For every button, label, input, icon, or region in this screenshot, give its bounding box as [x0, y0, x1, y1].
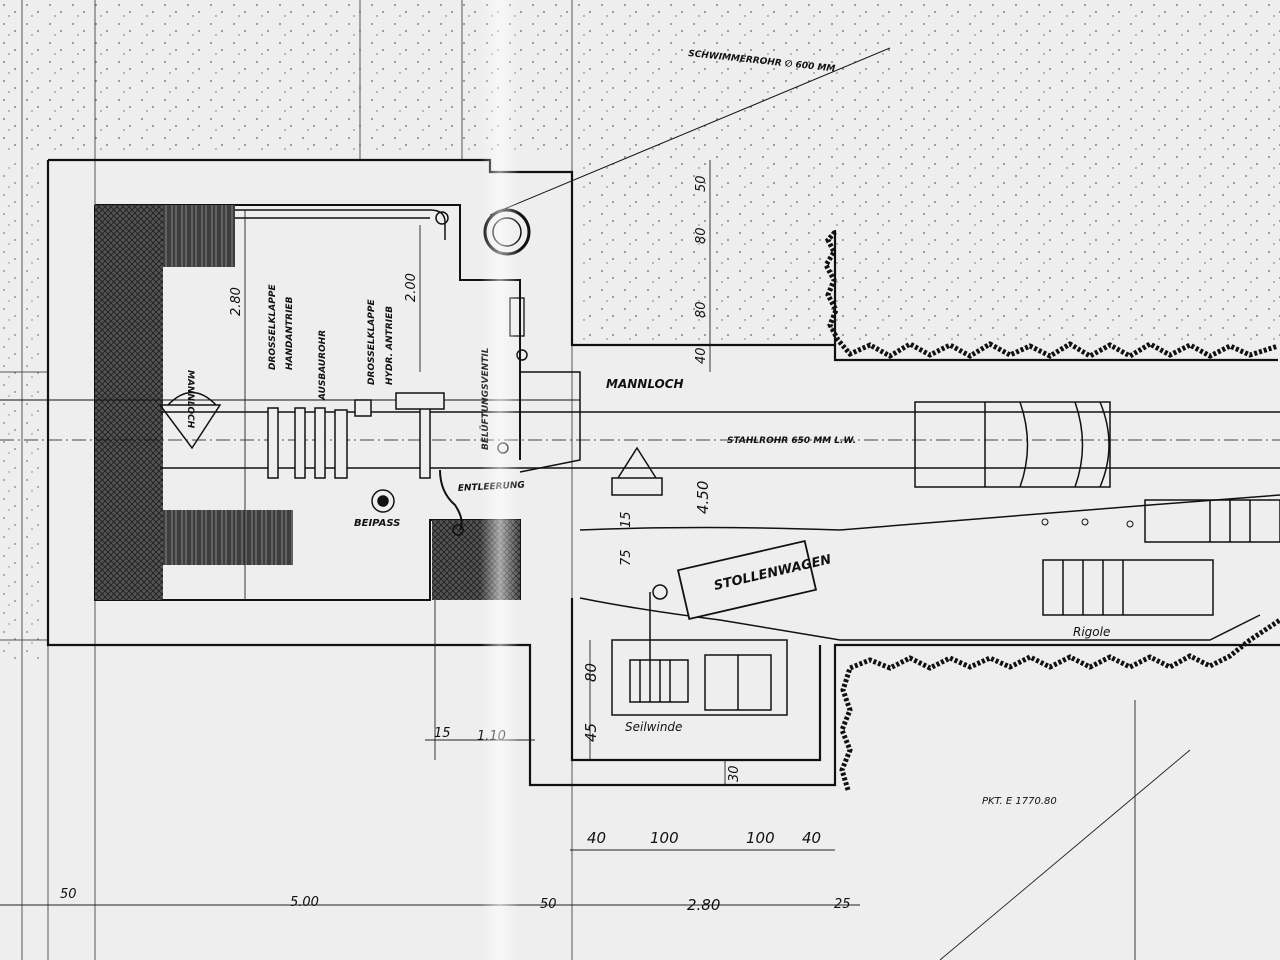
point-label: PKT. E 1770.80 — [982, 796, 1057, 807]
valve-assembly — [267, 392, 445, 513]
dim-inner-height: 2.00 — [404, 273, 419, 302]
winch-label: Seilwinde — [625, 720, 682, 734]
aeration-valve-label: BELÜFTUNGSVENTIL — [480, 347, 491, 450]
dim-b40a: 40 — [587, 829, 606, 847]
dim-right-40: 40 — [694, 347, 709, 364]
trench-label: Rigole — [1073, 625, 1110, 639]
soil-right-upper — [580, 155, 1280, 345]
dim-width-110: 1.10 — [477, 729, 506, 744]
dim-bottom-50a: 50 — [60, 887, 77, 902]
removal-pipe-label: AUSBAUROHR — [318, 330, 328, 401]
dim-b100a: 100 — [650, 829, 679, 847]
tunnel-cart-box — [676, 539, 818, 621]
dim-winch-30: 30 — [727, 765, 742, 782]
manhole-left-label: MANNLOCH — [185, 370, 195, 429]
dim-bottom-50b: 50 — [540, 897, 557, 912]
throttle-manual-label-2: HANDANTRIEB — [285, 296, 295, 370]
throttle-manual-label-1: DROSSELKLAPPE — [268, 284, 278, 370]
soil-left — [0, 160, 48, 660]
dim-right-80b: 80 — [694, 301, 709, 318]
manhole-left-icon — [158, 391, 222, 450]
bypass-label: BEIPASS — [354, 518, 400, 529]
rock-edge-top — [823, 230, 1279, 359]
dim-right-50: 50 — [694, 175, 709, 192]
dim-75: 75 — [619, 549, 634, 566]
dim-pipe-450: 4.50 — [694, 481, 712, 514]
throttle-hydr-label-2: HYDR. ANTRIEB — [385, 306, 395, 385]
dim-b100b: 100 — [746, 829, 775, 847]
dim-winch-80: 80 — [582, 663, 600, 682]
dim-left-15: 15 — [434, 726, 451, 741]
manhole-right-label: MANNLOCH — [606, 377, 684, 391]
dim-winch-45: 45 — [582, 723, 600, 742]
dim-15: 15 — [619, 511, 634, 528]
dim-chamber-height: 2.80 — [229, 287, 244, 316]
grate-right — [432, 520, 520, 600]
dim-bottom-25: 25 — [834, 897, 851, 912]
soil-top — [0, 0, 1280, 155]
rock-edge-bottom — [839, 617, 1280, 791]
throttle-hydr-label-1: DROSSELKLAPPE — [367, 299, 377, 385]
manhole-right-icon — [611, 446, 663, 496]
drain-pipe — [439, 469, 463, 531]
winch-assembly — [611, 584, 788, 716]
dim-bottom-500: 5.00 — [290, 895, 319, 910]
air-pipe — [235, 209, 446, 240]
dim-right-80a: 80 — [694, 227, 709, 244]
dim-b40b: 40 — [802, 829, 821, 847]
steel-pipe-label: STAHLROHR 650 MM L.W. — [727, 436, 856, 446]
dim-bottom-280: 2.80 — [687, 896, 720, 914]
cart-track — [579, 401, 1280, 641]
dimension-lines — [0, 160, 1191, 960]
grate-left — [95, 205, 163, 600]
grate-bottom — [163, 510, 293, 565]
